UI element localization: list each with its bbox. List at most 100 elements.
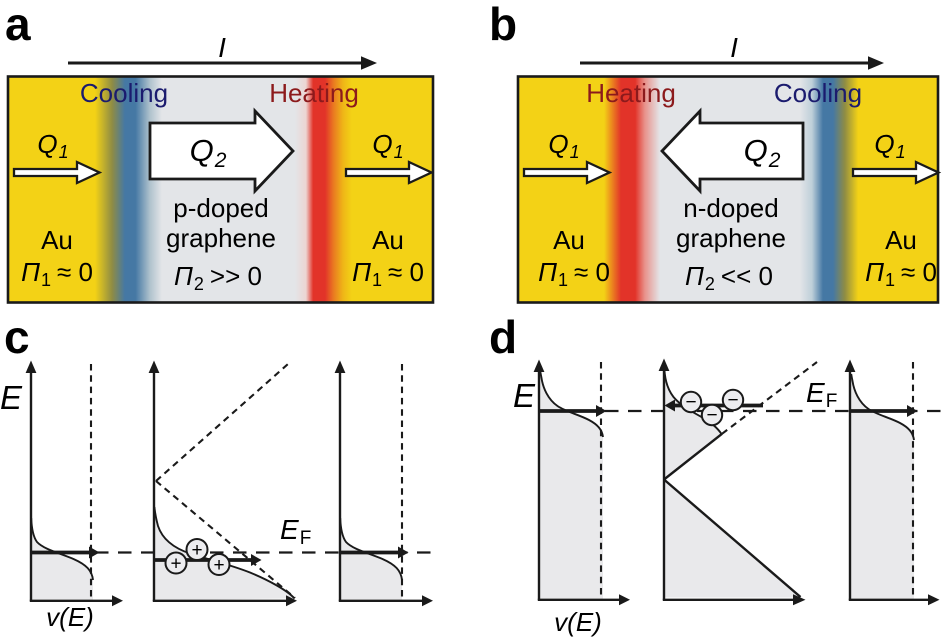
heating-label: Heating [269,78,359,108]
panel-c-label: c [4,311,30,363]
pi1-base: Π [538,257,557,287]
pi2-sub: 2 [705,274,715,294]
q1-base: Q [372,129,392,159]
q2-block-arrow [148,107,295,195]
pi1-sub: 1 [372,270,382,290]
dirac-cone-upper-solid [663,432,723,481]
q1-block-arrow [344,160,435,185]
energy-axis-arrowhead [658,358,670,371]
fermi-base: E [280,514,299,545]
fermi-label: EF [806,377,837,412]
pi1-base: Π [352,257,371,287]
q2-base: Q [190,133,214,168]
occupation-fill [850,371,914,599]
electron-symbol: − [685,392,696,413]
hole-circle [164,551,188,575]
energy-axis-arrowhead [533,359,545,372]
fermi-arrow-head [251,554,262,566]
q1-sub: 1 [896,142,906,162]
fermi-arrow-head [596,405,607,417]
current-arrow-head [361,56,377,70]
pi1-label-right: Π1≈ 0 [352,257,424,290]
dos-diagram-graphene-n: − − − [658,358,818,606]
current-symbol: I [730,32,738,63]
velocity-axis-arrowhead [619,594,630,606]
q2-sub: 2 [214,149,227,172]
energy-axis-arrowhead [844,359,856,372]
pi1-rest: ≈ 0 [57,257,93,287]
energy-axis-arrowhead [334,360,346,373]
pi1-label-left: Π1≈ 0 [538,257,610,290]
q1-label: Q1 [874,129,905,162]
q1-sub: 1 [394,142,404,162]
electron-circle [700,403,724,427]
current-arrow-b: I [580,32,884,70]
hole-circle [185,538,209,561]
dos-diagram-left: E v(E) [513,359,630,637]
q2-sub: 2 [768,149,781,172]
panel-b-label: b [489,0,517,50]
occupation-fill [340,518,402,600]
dirac-cone-upper-dashed [721,361,818,435]
pi1-label-right: Π1≈ 0 [865,257,937,290]
au-label-right: Au [372,225,404,255]
q1-base: Q [37,129,57,159]
hole-symbol: + [191,540,202,561]
q2-base: Q [744,133,768,168]
fermi-label: EF [280,514,311,549]
fermi-arrow-head [89,546,100,559]
electron-circle [721,388,745,412]
dos-diagram-graphene-p: + + + [148,360,297,607]
hole-symbol: + [213,555,224,576]
channel-doping-label: n-doped [683,193,778,223]
pi2-base: Π [174,261,193,291]
velocity-axis-label: v(E) [554,607,602,637]
panel-d-label: d [489,311,517,363]
q1-sub: 1 [59,142,69,162]
au-label-right: Au [885,225,917,255]
dirac-cone-lower-dashed [155,480,296,599]
pi2-base: Π [685,261,704,291]
pi1-label-left: Π1≈ 0 [21,257,93,290]
hole-carriers: + + + [164,538,231,576]
panel-d: d EF E v(E) [489,311,944,637]
pi2-rest: << 0 [721,261,773,291]
dirac-cone-lower-solid [663,478,802,598]
device-a [6,75,435,304]
electron-symbol: − [727,390,738,411]
pi2-label: Π2>> 0 [174,261,262,294]
fermi-edge-curve [850,373,915,441]
velocity-axis-arrowhead [112,595,123,607]
pi2-label: Π2 << 0 [685,261,773,294]
dos-diagram-right [334,360,433,607]
q1-block-arrow [522,160,613,185]
q1-sub: 1 [570,142,580,162]
q2-label: Q2 [190,133,227,172]
q1-label: Q1 [372,129,403,162]
pi1-sub: 1 [885,270,895,290]
fermi-edge-curve [539,370,604,438]
occupation-fill [31,518,93,600]
velocity-axis-arrowhead [422,595,433,607]
q1-arrow-right: Q1 [851,129,942,185]
pi1-base: Π [21,257,40,287]
panel-a-label: a [5,0,31,50]
dirac-cone-upper-dashed [155,363,289,482]
q1-base: Q [548,129,568,159]
q1-label: Q1 [548,129,579,162]
energy-axis-arrowhead [25,360,37,373]
q1-base: Q [874,129,894,159]
channel-doping-label: p-doped [173,193,268,223]
q1-label: Q1 [37,129,68,162]
hole-circle [207,553,231,576]
fermi-arrow-head [907,405,918,417]
pi2-sub: 2 [194,274,204,294]
pi1-sub: 1 [558,270,568,290]
fermi-sub: F [826,391,838,412]
fermi-arrow-head [398,546,409,559]
cooling-label: Cooling [774,78,862,108]
pi1-base: Π [865,257,884,287]
velocity-axis-label: v(E) [46,602,94,632]
q2-arrow: Q2 [660,107,805,195]
